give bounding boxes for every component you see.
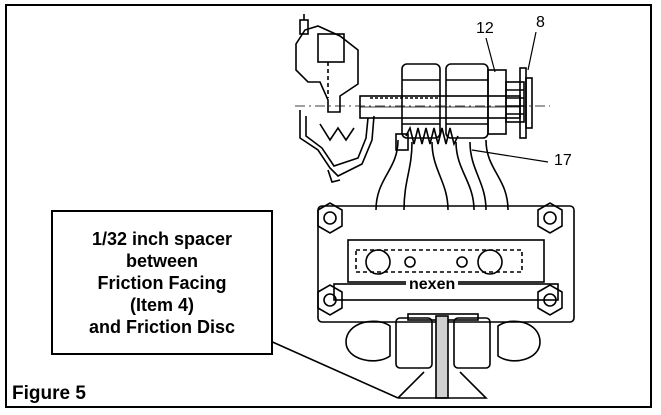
callout-line: 1/32 inch spacer — [91, 228, 233, 249]
callout-line: Friction Facing — [97, 272, 227, 293]
callout-line: (Item 4) — [129, 294, 194, 315]
ref-label-8: 8 — [536, 14, 545, 31]
figure-caption: Figure 5 — [12, 383, 86, 404]
spacer-callout-box: 1/32 inch spacer between Friction Facing… — [51, 210, 273, 355]
ref-label-17: 17 — [554, 152, 572, 169]
brand-logo: nexen — [406, 276, 459, 294]
callout-line: between — [125, 250, 199, 271]
callout-line: and Friction Disc — [88, 316, 236, 337]
figure-frame — [5, 4, 652, 408]
ref-label-12: 12 — [476, 20, 494, 37]
